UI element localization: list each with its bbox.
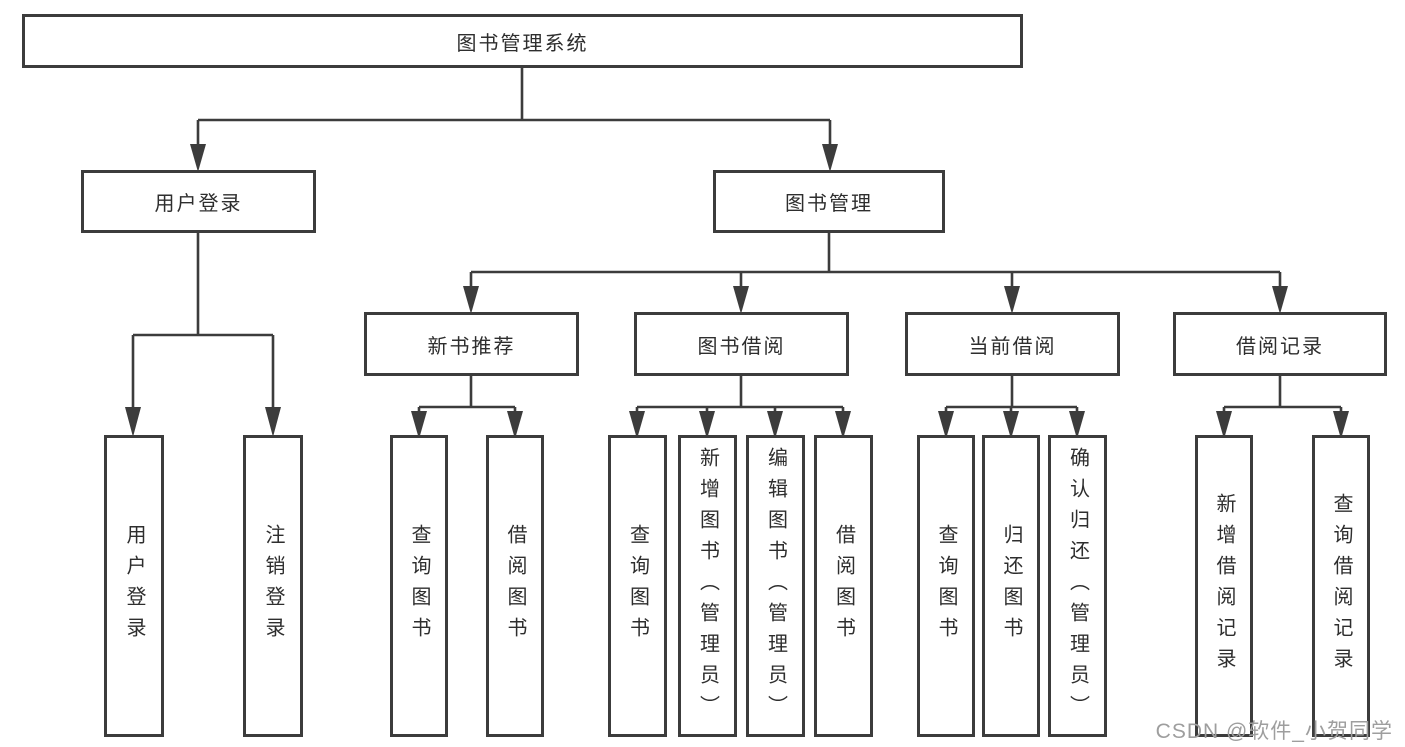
arrow-down-icon — [822, 144, 838, 172]
leaf-query-books-recommend: 查询图书 — [390, 435, 448, 737]
node-book-management: 图书管理 — [713, 170, 945, 233]
node-new-book-recommend: 新书推荐 — [364, 312, 579, 376]
node-current-borrowing: 当前借阅 — [905, 312, 1120, 376]
arrow-down-icon — [1272, 286, 1288, 314]
leaf-query-books-current: 查询图书 — [917, 435, 975, 737]
arrow-down-icon — [1004, 286, 1020, 314]
leaf-add-borrow-record: 新增借阅记录 — [1195, 435, 1253, 737]
node-label: 借阅图书 — [832, 524, 855, 648]
node-label: 查询图书 — [408, 524, 430, 648]
node-book-borrowing: 图书借阅 — [634, 312, 849, 376]
leaf-edit-books-admin: 编辑图书（管理员） — [746, 435, 805, 737]
node-label: 用户登录 — [123, 524, 145, 648]
leaf-borrow-books-recommend: 借阅图书 — [486, 435, 544, 737]
leaf-return-books: 归还图书 — [982, 435, 1040, 737]
node-label: 用户登录 — [154, 193, 243, 215]
leaf-logout: 注销登录 — [243, 435, 303, 737]
leaf-user-login: 用户登录 — [104, 435, 164, 737]
leaf-confirm-return-admin: 确认归还（管理员） — [1048, 435, 1107, 737]
node-label: 编辑图书（管理员） — [764, 446, 787, 726]
node-label: 归还图书 — [1000, 524, 1022, 648]
arrow-down-icon — [733, 286, 749, 314]
node-label: 借阅图书 — [504, 524, 526, 648]
leaf-add-books-admin: 新增图书（管理员） — [678, 435, 737, 737]
node-label: 注销登录 — [262, 524, 284, 648]
watermark-text: CSDN @软件_小贺同学 — [1155, 720, 1393, 743]
node-label: 查询图书 — [935, 524, 957, 648]
leaf-query-borrow-record: 查询借阅记录 — [1312, 435, 1370, 737]
node-borrowing-records: 借阅记录 — [1173, 312, 1387, 376]
arrow-down-icon — [463, 286, 479, 314]
arrow-down-icon — [125, 407, 141, 437]
node-label: 查询借阅记录 — [1330, 493, 1352, 679]
node-label: 图书借阅 — [697, 335, 786, 358]
node-library-management-system: 图书管理系统 — [22, 14, 1023, 68]
node-label: 新书推荐 — [427, 335, 516, 358]
node-label: 确认归还（管理员） — [1066, 446, 1089, 726]
node-label: 新增借阅记录 — [1213, 493, 1235, 679]
node-label: 图书管理 — [785, 193, 873, 215]
node-label: 新增图书（管理员） — [696, 446, 719, 726]
arrow-down-icon — [265, 407, 281, 437]
leaf-query-books-borrowing: 查询图书 — [608, 435, 667, 737]
node-label: 图书管理系统 — [456, 32, 589, 55]
node-label: 当前借阅 — [968, 335, 1057, 358]
node-label: 查询图书 — [626, 524, 649, 648]
arrow-down-icon — [190, 144, 206, 172]
leaf-borrow-books: 借阅图书 — [814, 435, 873, 737]
node-label: 借阅记录 — [1236, 335, 1324, 358]
node-user-login: 用户登录 — [81, 170, 316, 233]
